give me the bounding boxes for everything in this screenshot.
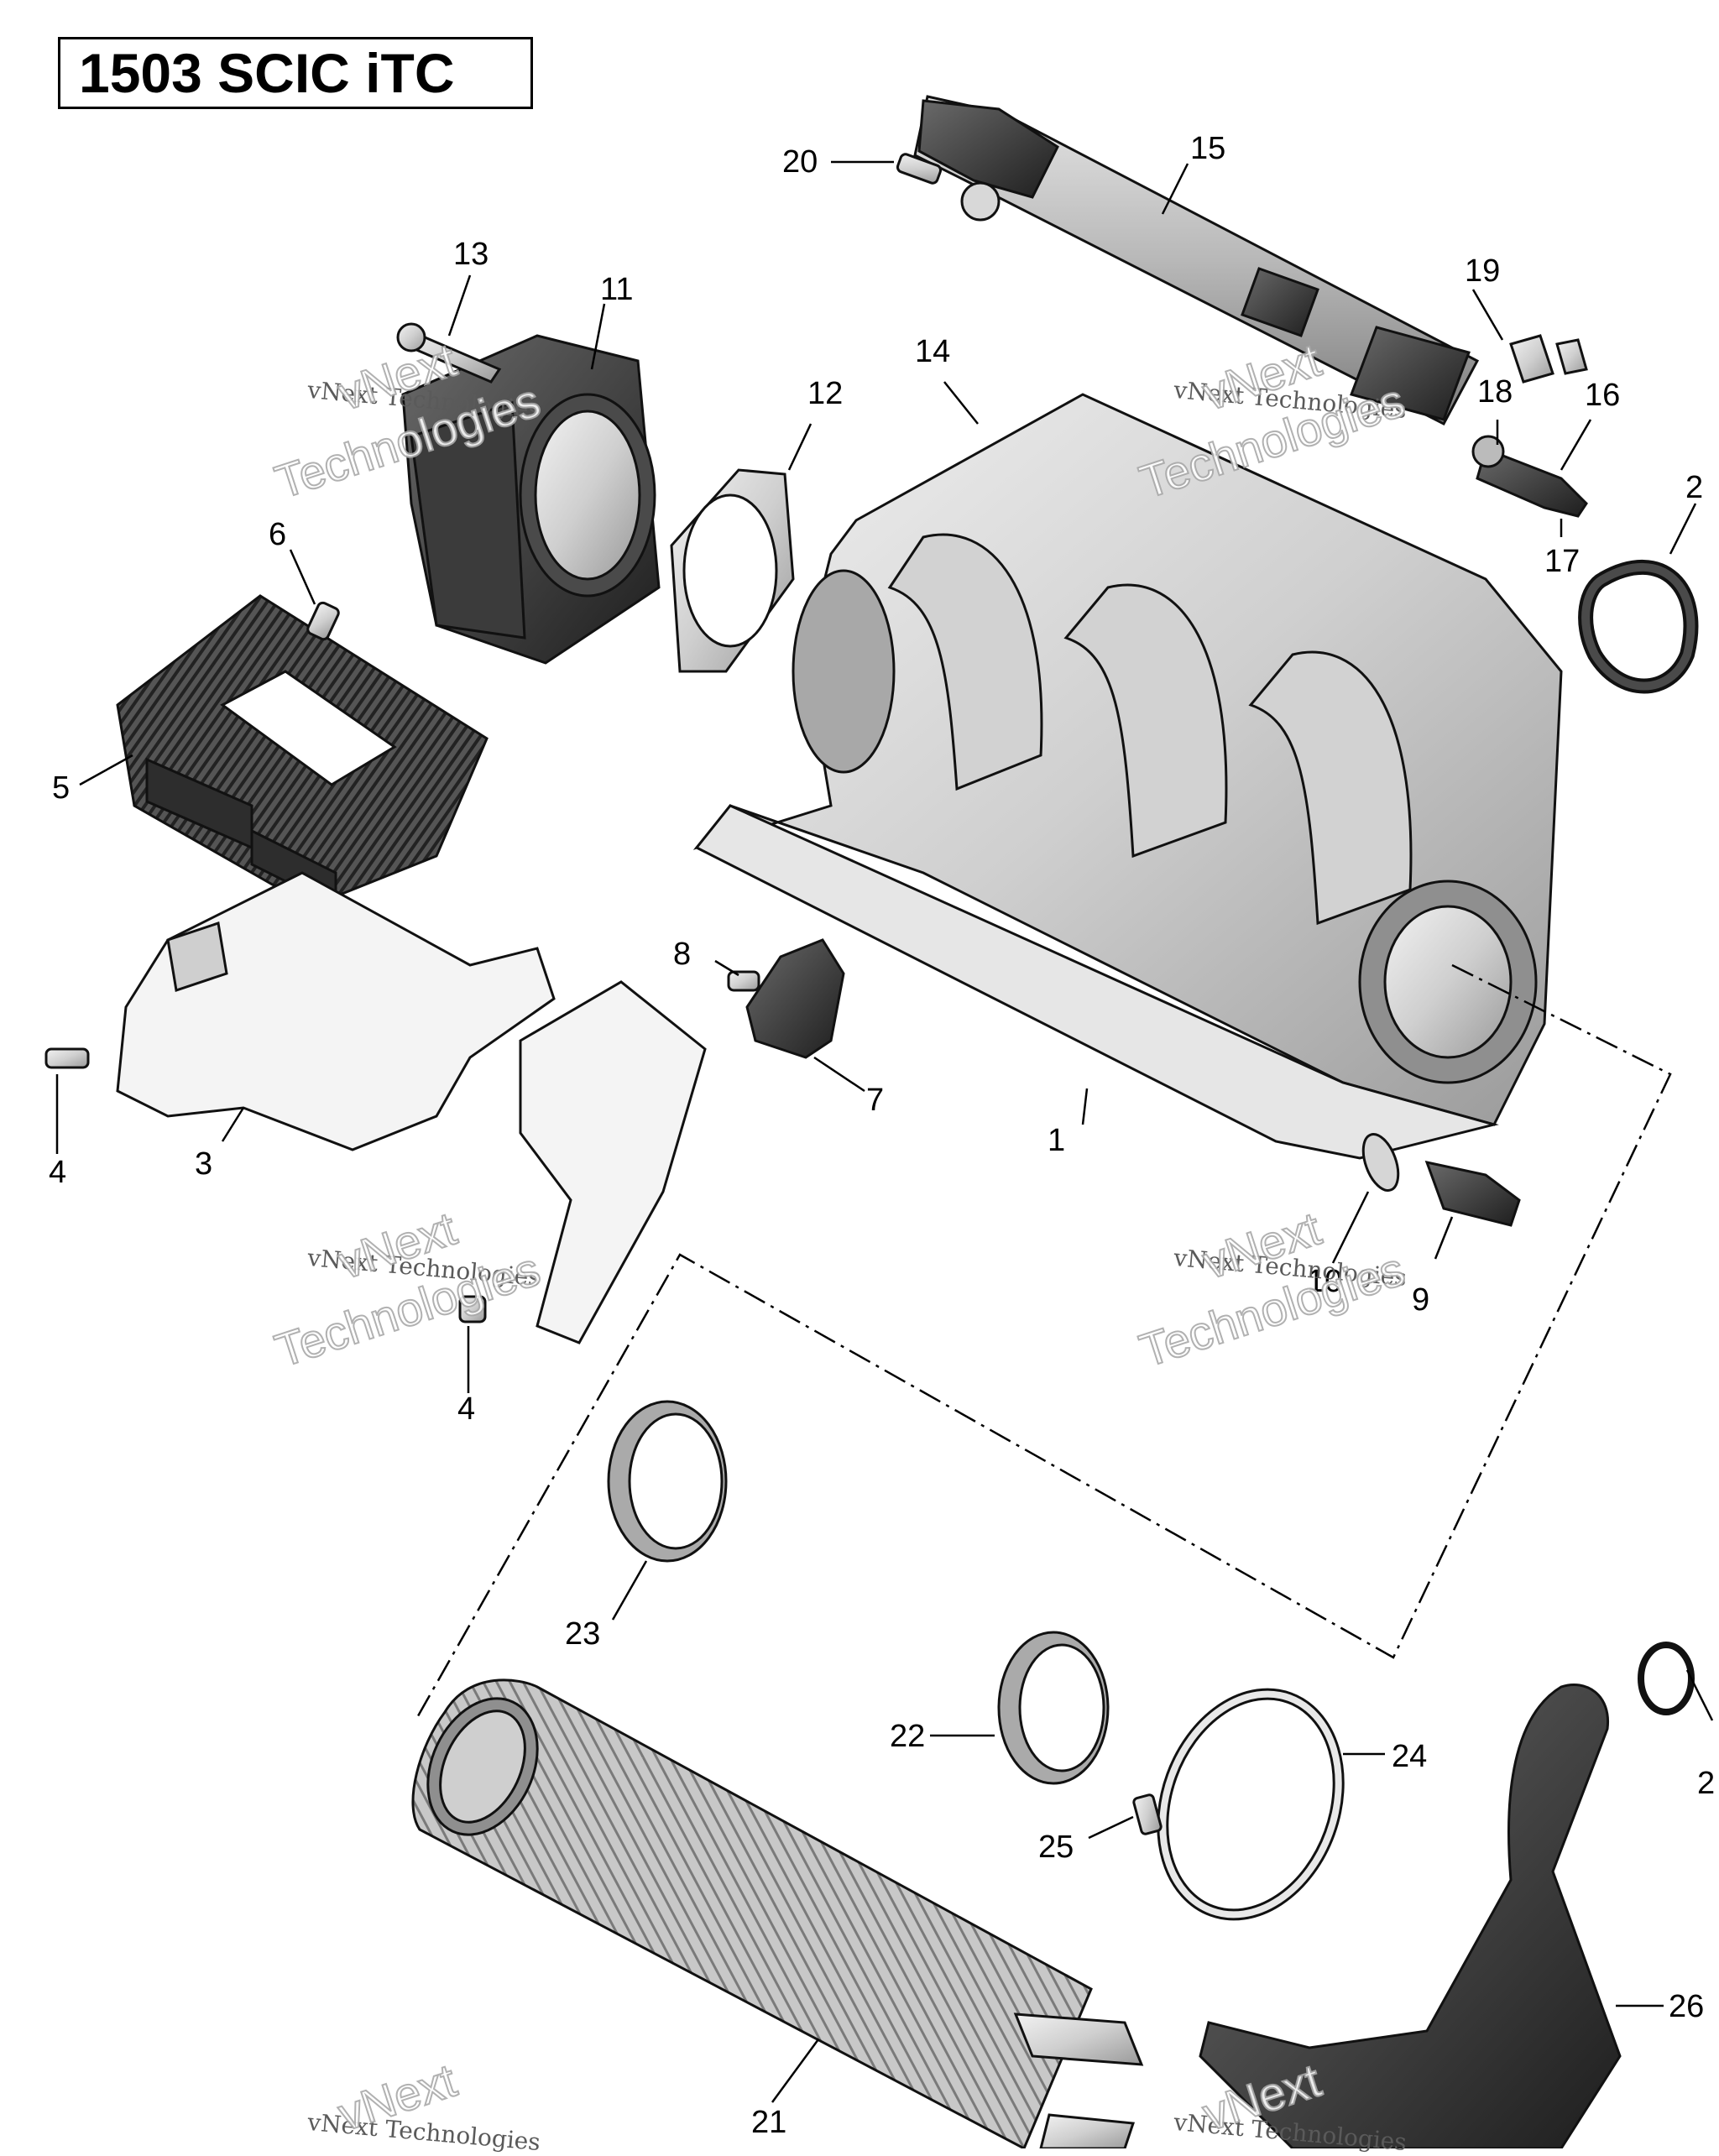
throttle-body-part: [401, 334, 661, 665]
callout-11: 11: [600, 272, 634, 307]
callout-18: 18: [1477, 374, 1513, 410]
clamp-part: [1157, 1688, 1345, 1921]
bracket-part: [116, 871, 556, 1151]
injector-part: [1471, 334, 1588, 518]
callout-22: 22: [890, 1719, 926, 1754]
temperature-sensor-part: [1361, 1133, 1521, 1227]
callout-23: 23: [565, 1616, 601, 1652]
callout-9: 9: [1412, 1282, 1430, 1318]
title-box: 1503 SCIC iTC: [58, 37, 533, 109]
diagram-title: 1503 SCIC iTC: [79, 42, 455, 104]
callout-14: 14: [915, 334, 951, 369]
ecm-part: [116, 594, 489, 909]
intercooler-part: [411, 1678, 1144, 2148]
coupler-ring-part: [607, 1400, 728, 1563]
callout-4: 4: [457, 1391, 476, 1427]
callout-25: 25: [1038, 1830, 1074, 1865]
callout-8: 8: [673, 937, 692, 972]
gasket-part: [670, 468, 795, 673]
coupler-ring-part: [997, 1631, 1110, 1785]
leader-lines: [55, 160, 1714, 2103]
bolt-part: [727, 970, 760, 992]
screw-part: [396, 322, 502, 384]
callout-6: 6: [269, 517, 287, 552]
callout-7: 7: [866, 1083, 885, 1118]
callout-21: 21: [751, 2105, 787, 2140]
callout-12: 12: [807, 376, 844, 411]
intake-manifold-part: [692, 393, 1563, 1160]
callout-1: 1: [1048, 1123, 1066, 1158]
callout-19: 19: [1465, 253, 1501, 289]
callout-20: 20: [782, 144, 818, 180]
callout-15: 15: [1190, 131, 1226, 166]
fuel-rail-part: [913, 95, 1480, 426]
callout-3: 3: [195, 1146, 213, 1182]
bolt-part: [896, 153, 943, 185]
callout-17: 17: [1544, 544, 1581, 579]
routing-dash-lines: [414, 963, 1672, 1721]
callout-2: 2: [1685, 470, 1704, 505]
callout-24: 24: [1392, 1739, 1428, 1774]
callout-4: 4: [49, 1155, 67, 1190]
callout-5: 5: [52, 770, 71, 806]
sensor-part: [745, 938, 845, 1059]
callout-26: 26: [1669, 1989, 1705, 2024]
callout-16: 16: [1585, 378, 1621, 413]
bolt-part: [44, 1047, 90, 1069]
o-ring-part: [1578, 559, 1699, 694]
hose-clamp-part: [1638, 1642, 1695, 1715]
callout-10: 10: [1307, 1264, 1343, 1299]
callout-27-cropped: 2: [1697, 1766, 1716, 1801]
bolt-part: [1132, 1793, 1163, 1835]
bracket-part: [519, 980, 707, 1344]
bolt-part: [306, 601, 340, 641]
hose-part: [1199, 1683, 1622, 2148]
bolt-part: [458, 1295, 487, 1323]
callout-13: 13: [453, 237, 489, 272]
